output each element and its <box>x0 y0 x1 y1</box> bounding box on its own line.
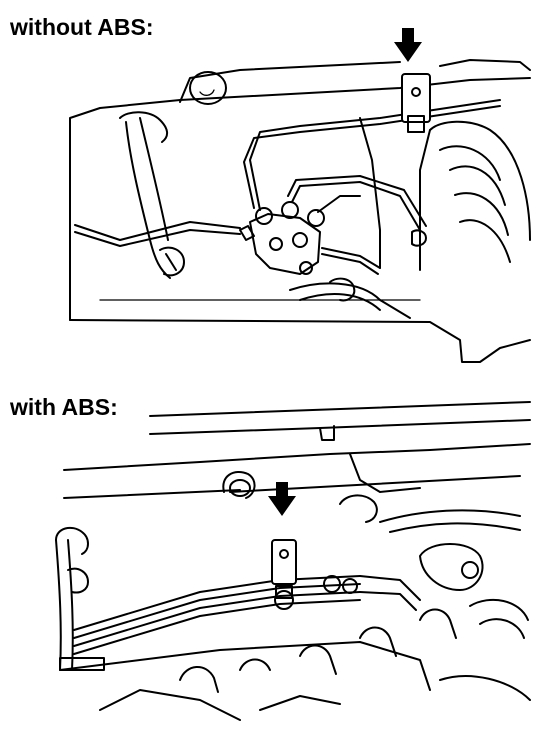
brake-line-left <box>74 221 241 241</box>
brake-line-bundle <box>73 575 361 631</box>
heading-with-abs: with ABS: <box>10 394 118 420</box>
panel-with-abs: with ABS: <box>0 380 560 744</box>
left-hose <box>55 539 62 671</box>
heading-without-abs: without ABS: <box>10 14 154 40</box>
diagram-without-abs <box>69 28 531 363</box>
top-rail <box>149 401 531 417</box>
diagram-with-abs <box>55 401 531 721</box>
lower-frame <box>59 641 431 691</box>
panel-without-abs: without ABS: <box>10 14 531 363</box>
brake-line-clip <box>401 73 431 123</box>
brake-line-clip <box>271 539 297 585</box>
arrow-down-icon <box>268 482 296 516</box>
engine-part <box>419 543 484 591</box>
left-hose <box>125 121 171 279</box>
lower-frame <box>69 319 531 363</box>
upper-rail <box>179 61 401 103</box>
mount-boss <box>189 71 227 105</box>
arrow-down-icon <box>394 28 422 62</box>
mount-boss <box>229 479 251 497</box>
right-housing <box>429 120 531 241</box>
proportioning-valve <box>249 213 321 275</box>
